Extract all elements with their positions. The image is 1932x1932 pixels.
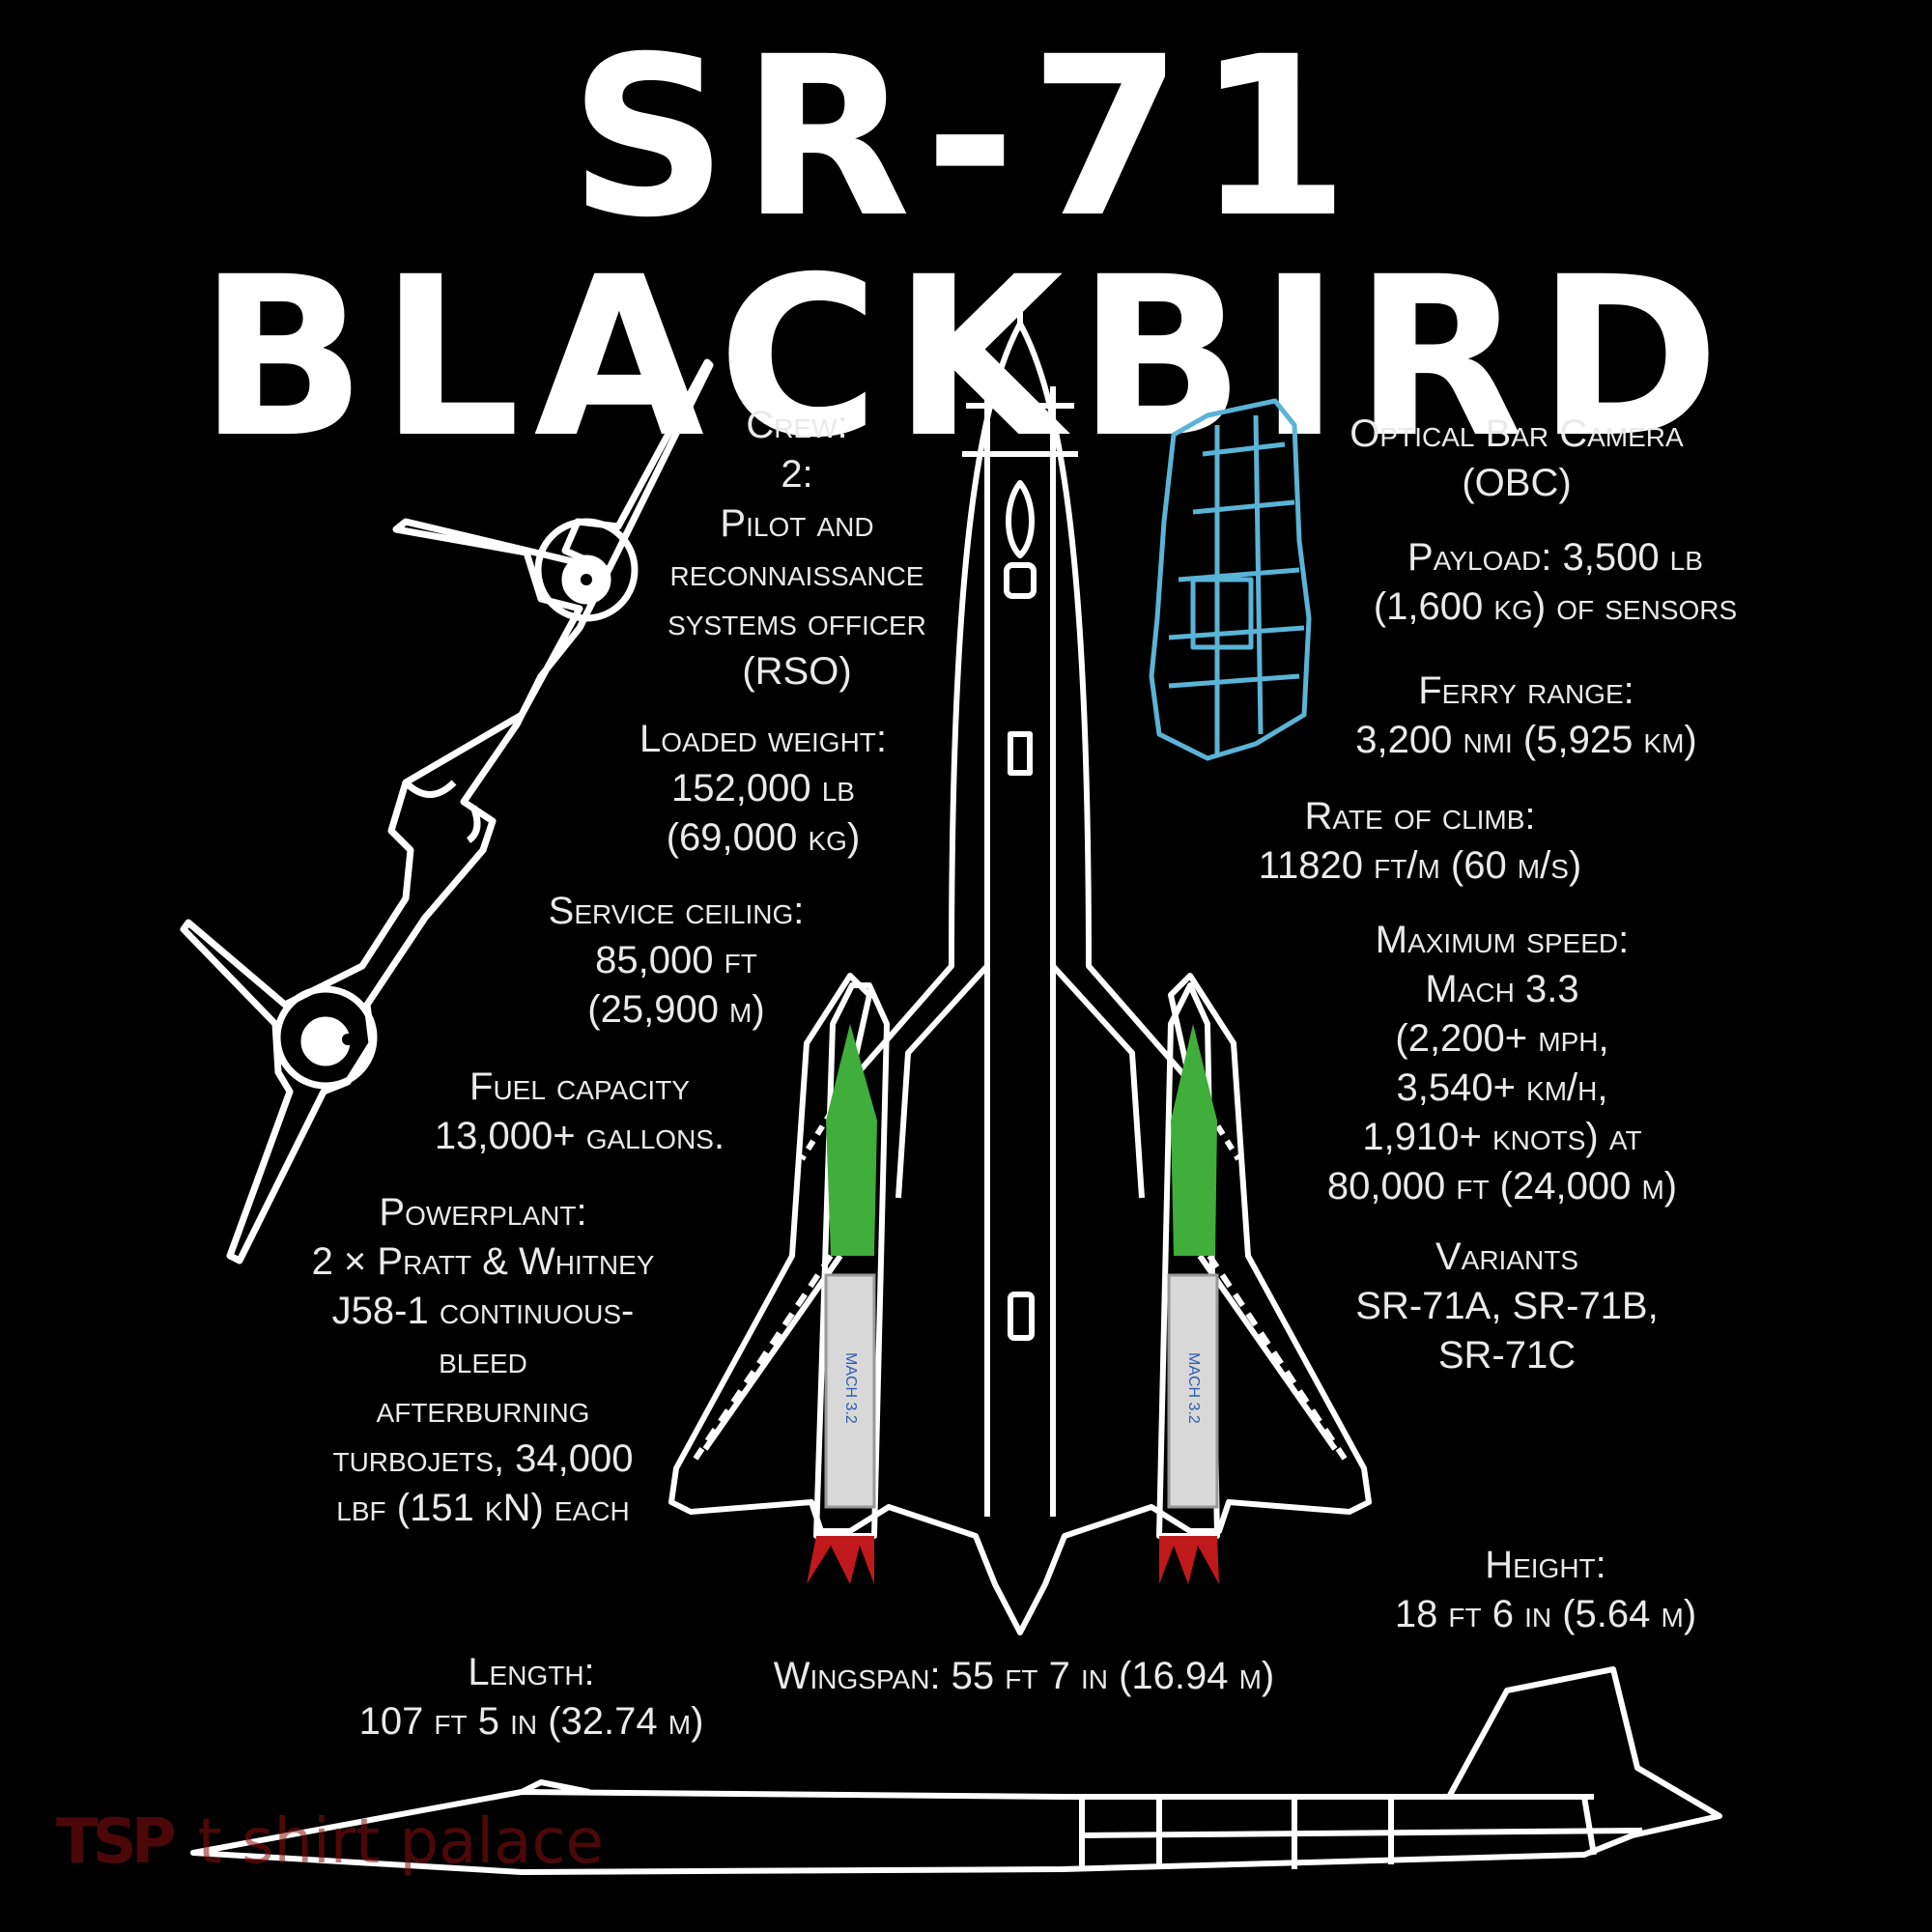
spec-crew: Crew: 2: Pilot and reconnaissance system…: [638, 401, 956, 696]
variants-heading: Variants: [1435, 1236, 1579, 1278]
speed-line: (2,200+ mph,: [1395, 1017, 1609, 1060]
crew-heading: Crew:: [746, 404, 848, 446]
climb-value: 11820 ft/m (60 m/s): [1258, 844, 1582, 887]
spec-variants: Variants SR-71A, SR-71B, SR-71C: [1304, 1233, 1710, 1380]
speed-line: 1,910+ knots) at: [1362, 1116, 1642, 1158]
service-ceiling-heading: Service ceiling:: [548, 890, 805, 932]
spec-rate-of-climb: Rate of climb: 11820 ft/m (60 m/s): [1217, 792, 1623, 891]
spec-payload: Payload: 3,500 lb (1,600 kg) of sensors: [1333, 533, 1777, 632]
crew-line: Pilot and: [720, 502, 874, 545]
ferry-heading: Ferry range:: [1418, 669, 1634, 712]
powerplant-line: J58-1 continuous-: [331, 1290, 635, 1332]
right-exhaust: [1159, 1536, 1219, 1584]
loaded-weight-value-metric: (69,000 kg): [666, 816, 861, 859]
service-ceiling-value: 85,000 ft: [595, 939, 757, 981]
spec-service-ceiling: Service ceiling: 85,000 ft (25,900 m): [512, 887, 840, 1035]
spec-ferry-range: Ferry range: 3,200 nmi (5,925 km): [1314, 667, 1739, 765]
spec-loaded-weight: Loaded weight: 152,000 lb (69,000 kg): [599, 715, 927, 863]
left-engine-label: MACH 3.2: [842, 1352, 859, 1424]
powerplant-line: turbojets, 34,000: [332, 1437, 634, 1480]
camera-heading: Optical Bar Camera: [1350, 412, 1684, 455]
spec-fuel-capacity: Fuel capacity 13,000+ gallons.: [396, 1063, 763, 1161]
crew-line: systems officer: [668, 601, 926, 643]
variants-line: SR-71A, SR-71B,: [1355, 1285, 1659, 1327]
crew-count: 2:: [781, 453, 813, 496]
watermark-logo: TSP: [56, 1806, 177, 1878]
speed-heading: Maximum speed:: [1375, 919, 1630, 961]
left-exhaust: [807, 1536, 874, 1584]
speed-line: 3,540+ km/h,: [1396, 1066, 1608, 1109]
climb-heading: Rate of climb:: [1304, 795, 1536, 838]
speed-line: Mach 3.3: [1425, 968, 1579, 1010]
length-value: 107 ft 5 in (32.74 m): [358, 1700, 704, 1743]
ferry-value: 3,200 nmi (5,925 km): [1355, 719, 1697, 761]
length-heading: Length:: [468, 1651, 595, 1693]
left-engine-inlet: [826, 1024, 877, 1256]
fuel-value: 13,000+ gallons.: [434, 1115, 725, 1157]
spec-powerplant: Powerplant: 2 × Pratt & Whitney J58-1 co…: [280, 1188, 686, 1533]
fuel-heading: Fuel capacity: [469, 1065, 690, 1108]
right-engine-label: MACH 3.2: [1185, 1352, 1202, 1424]
watermark-text: t shirt palace: [197, 1806, 604, 1878]
side-view-drawing: [190, 1666, 1722, 1875]
payload-value: (1,600 kg) of sensors: [1373, 585, 1738, 628]
camera-abbrev: (OBC): [1462, 462, 1572, 504]
right-engine-inlet: [1171, 1024, 1217, 1256]
height-heading: Height:: [1485, 1544, 1606, 1586]
poster-title: SR-71 BLACKBIRD: [198, 9, 1734, 486]
powerplant-line: bleed: [439, 1339, 527, 1381]
powerplant-heading: Powerplant:: [379, 1191, 587, 1234]
loaded-weight-heading: Loaded weight:: [639, 718, 888, 760]
crew-line: (RSO): [742, 650, 852, 693]
speed-line: 80,000 ft (24,000 m): [1326, 1165, 1678, 1208]
crew-line: reconnaissance: [669, 552, 924, 594]
powerplant-line: afterburning: [376, 1388, 590, 1431]
optical-bar-camera-drawing: [1149, 398, 1312, 761]
left-engine-body: [824, 1273, 876, 1509]
powerplant-line: lbf (151 kN) each: [336, 1487, 630, 1529]
watermark: TSP t shirt palace: [56, 1806, 604, 1878]
spec-length: Length: 107 ft 5 in (32.74 m): [328, 1648, 734, 1747]
service-ceiling-value-metric: (25,900 m): [587, 988, 765, 1031]
wingspan-value: Wingspan: 55 ft 7 in (16.94 m): [773, 1655, 1275, 1697]
spec-height: Height: 18 ft 6 in (5.64 m): [1352, 1541, 1739, 1639]
spec-optical-bar-camera: Optical Bar Camera (OBC): [1294, 410, 1739, 508]
front-view-drawing: [180, 358, 714, 1264]
payload-heading: Payload: 3,500 lb: [1407, 536, 1703, 579]
loaded-weight-value: 152,000 lb: [671, 767, 855, 810]
height-value: 18 ft 6 in (5.64 m): [1394, 1593, 1697, 1635]
variants-line: SR-71C: [1437, 1334, 1577, 1377]
right-engine-body: [1167, 1273, 1219, 1509]
spec-maximum-speed: Maximum speed: Mach 3.3 (2,200+ mph, 3,5…: [1275, 916, 1729, 1211]
powerplant-line: 2 × Pratt & Whitney: [311, 1240, 655, 1283]
spec-wingspan: Wingspan: 55 ft 7 in (16.94 m): [734, 1652, 1314, 1701]
